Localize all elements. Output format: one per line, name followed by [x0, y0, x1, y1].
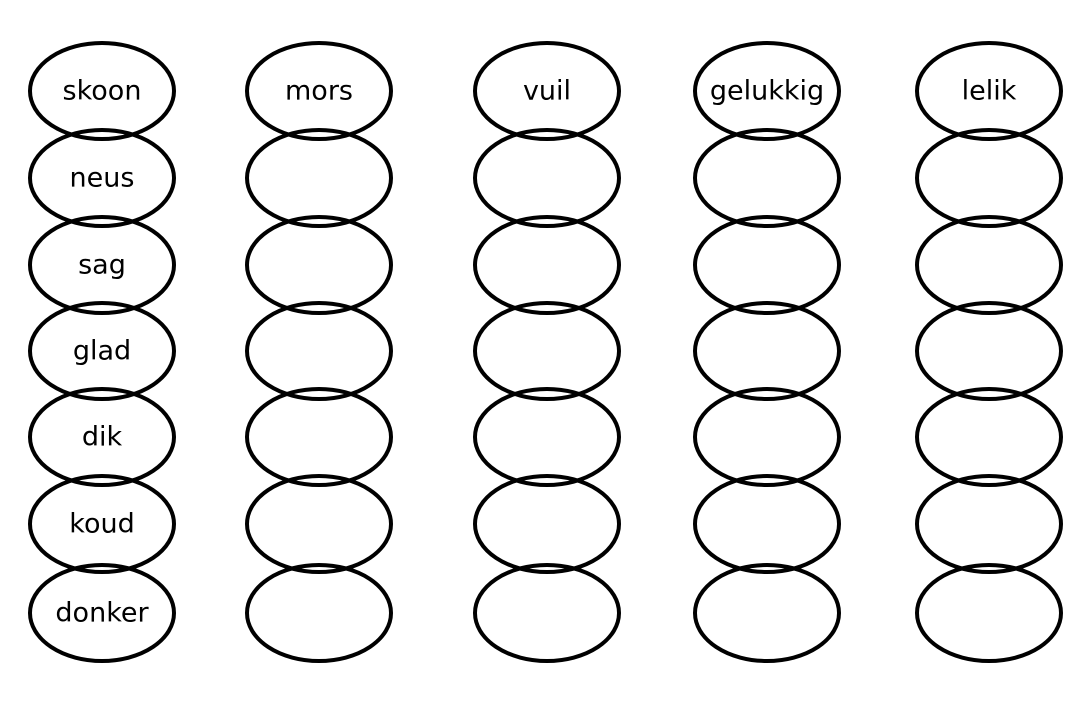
oval-shape — [28, 41, 176, 141]
oval-column-2: mors — [245, 41, 393, 663]
oval-word: gelukkig — [710, 76, 824, 107]
word-oval — [693, 128, 841, 228]
oval-shape — [473, 41, 621, 141]
word-oval: neus — [28, 128, 176, 228]
oval-shape — [245, 128, 393, 228]
word-oval: glad — [28, 301, 176, 401]
word-oval — [473, 474, 621, 574]
oval-word: glad — [73, 336, 131, 367]
word-oval — [245, 563, 393, 663]
oval-shape — [473, 387, 621, 487]
oval-word: skoon — [63, 76, 142, 107]
oval-shape — [245, 301, 393, 401]
oval-shape — [473, 215, 621, 315]
word-oval — [245, 215, 393, 315]
word-oval — [473, 215, 621, 315]
oval-shape — [473, 474, 621, 574]
oval-shape — [693, 128, 841, 228]
word-oval — [693, 301, 841, 401]
oval-shape — [915, 474, 1063, 574]
word-oval — [245, 301, 393, 401]
oval-shape — [245, 474, 393, 574]
oval-shape — [28, 128, 176, 228]
oval-shape — [915, 128, 1063, 228]
word-oval: vuil — [473, 41, 621, 141]
oval-word: mors — [285, 76, 353, 107]
oval-shape — [473, 128, 621, 228]
oval-column-3: vuil — [473, 41, 621, 663]
word-oval — [693, 474, 841, 574]
word-oval — [915, 563, 1063, 663]
word-oval: sag — [28, 215, 176, 315]
oval-word: neus — [70, 163, 135, 194]
oval-shape — [245, 215, 393, 315]
word-oval: gelukkig — [693, 41, 841, 141]
oval-shape — [28, 301, 176, 401]
oval-shape — [693, 215, 841, 315]
word-oval — [473, 387, 621, 487]
word-oval — [915, 301, 1063, 401]
oval-shape — [915, 41, 1063, 141]
word-oval — [693, 215, 841, 315]
oval-shape — [915, 301, 1063, 401]
oval-shape — [693, 41, 841, 141]
word-oval — [245, 128, 393, 228]
oval-word: vuil — [523, 76, 571, 107]
word-oval — [915, 215, 1063, 315]
word-oval — [915, 474, 1063, 574]
word-oval: koud — [28, 474, 176, 574]
oval-shape — [915, 563, 1063, 663]
oval-shape — [915, 387, 1063, 487]
oval-shape — [915, 215, 1063, 315]
oval-shape — [473, 301, 621, 401]
word-oval — [473, 128, 621, 228]
word-oval — [915, 387, 1063, 487]
word-oval — [693, 563, 841, 663]
oval-shape — [693, 301, 841, 401]
oval-shape — [28, 563, 176, 663]
word-oval: mors — [245, 41, 393, 141]
oval-column-5: lelik — [915, 41, 1063, 663]
oval-word: koud — [69, 509, 134, 540]
oval-shape — [28, 474, 176, 574]
oval-word: donker — [55, 598, 149, 629]
word-oval: donker — [28, 563, 176, 663]
word-oval: lelik — [915, 41, 1063, 141]
oval-word: lelik — [962, 76, 1017, 107]
word-oval — [245, 387, 393, 487]
oval-shape — [245, 563, 393, 663]
oval-shape — [28, 387, 176, 487]
oval-shape — [28, 215, 176, 315]
oval-shape — [693, 387, 841, 487]
word-oval: dik — [28, 387, 176, 487]
oval-word: sag — [78, 250, 126, 281]
oval-shape — [473, 563, 621, 663]
word-oval — [473, 301, 621, 401]
oval-shape — [245, 41, 393, 141]
word-oval — [915, 128, 1063, 228]
oval-shape — [245, 387, 393, 487]
oval-shape — [693, 474, 841, 574]
oval-word: dik — [82, 422, 123, 453]
word-oval — [245, 474, 393, 574]
word-oval — [693, 387, 841, 487]
word-oval: skoon — [28, 41, 176, 141]
oval-shape — [693, 563, 841, 663]
oval-column-4: gelukkig — [693, 41, 841, 663]
word-oval — [473, 563, 621, 663]
oval-column-1: skoon neus sag glad dik koud donker — [28, 41, 176, 663]
